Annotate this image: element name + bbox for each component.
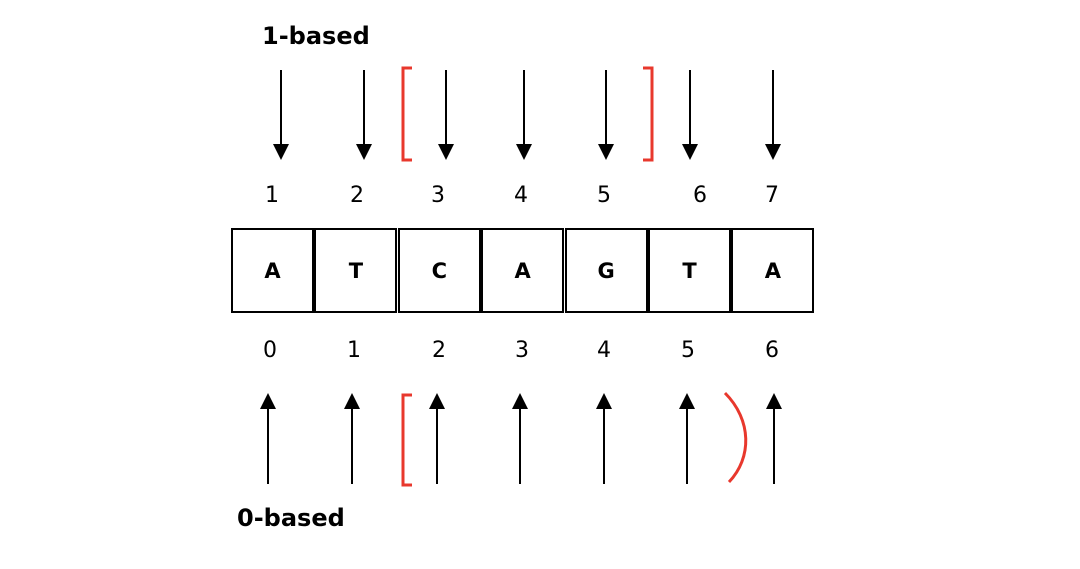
up-arrow-icon [679,393,695,484]
up-arrow-icon [512,393,528,484]
zero-based-position-label: 1 [347,338,361,363]
zero-based-position-label: 0 [263,338,277,363]
one-based-position-label: 3 [431,183,445,208]
up-arrow-icon [429,393,445,484]
down-arrow-icon [765,70,781,160]
one-based-position-label: 4 [514,183,528,208]
down-arrow-icon [273,70,289,160]
up-arrow-icon [344,393,360,484]
sequence-cell: A [481,228,565,313]
one-based-position-label: 2 [350,183,364,208]
one-based-position-label: 6 [693,183,707,208]
one-based-close-bracket [643,66,654,162]
down-arrow-icon [598,70,614,160]
one-based-position-label: 7 [765,183,779,208]
zero-based-position-label: 5 [681,338,695,363]
up-arrow-icon [766,393,782,484]
down-arrow-icon [682,70,698,160]
zero-based-position-label: 4 [597,338,611,363]
sequence-cell: A [731,228,815,313]
sequence-cell: T [314,228,398,313]
one-based-position-label: 5 [597,183,611,208]
one-based-position-label: 1 [265,183,279,208]
zero-based-open-bracket [401,393,412,487]
zero-based-position-label: 3 [515,338,529,363]
down-arrow-icon [438,70,454,160]
up-arrow-icon [596,393,612,484]
one-based-open-bracket [401,66,412,162]
sequence-cell: A [231,228,314,313]
zero-based-position-label: 2 [432,338,446,363]
zero-based-position-label: 6 [765,338,779,363]
sequence-cell: G [564,228,648,313]
one-based-title: 1-based [262,22,370,50]
up-arrow-icon [260,393,276,484]
down-arrow-icon [356,70,372,160]
down-arrow-icon [516,70,532,160]
sequence-cell: T [648,228,731,313]
zero-based-close-paren [723,391,748,484]
zero-based-title: 0-based [237,504,345,532]
sequence-cell: C [397,228,481,313]
